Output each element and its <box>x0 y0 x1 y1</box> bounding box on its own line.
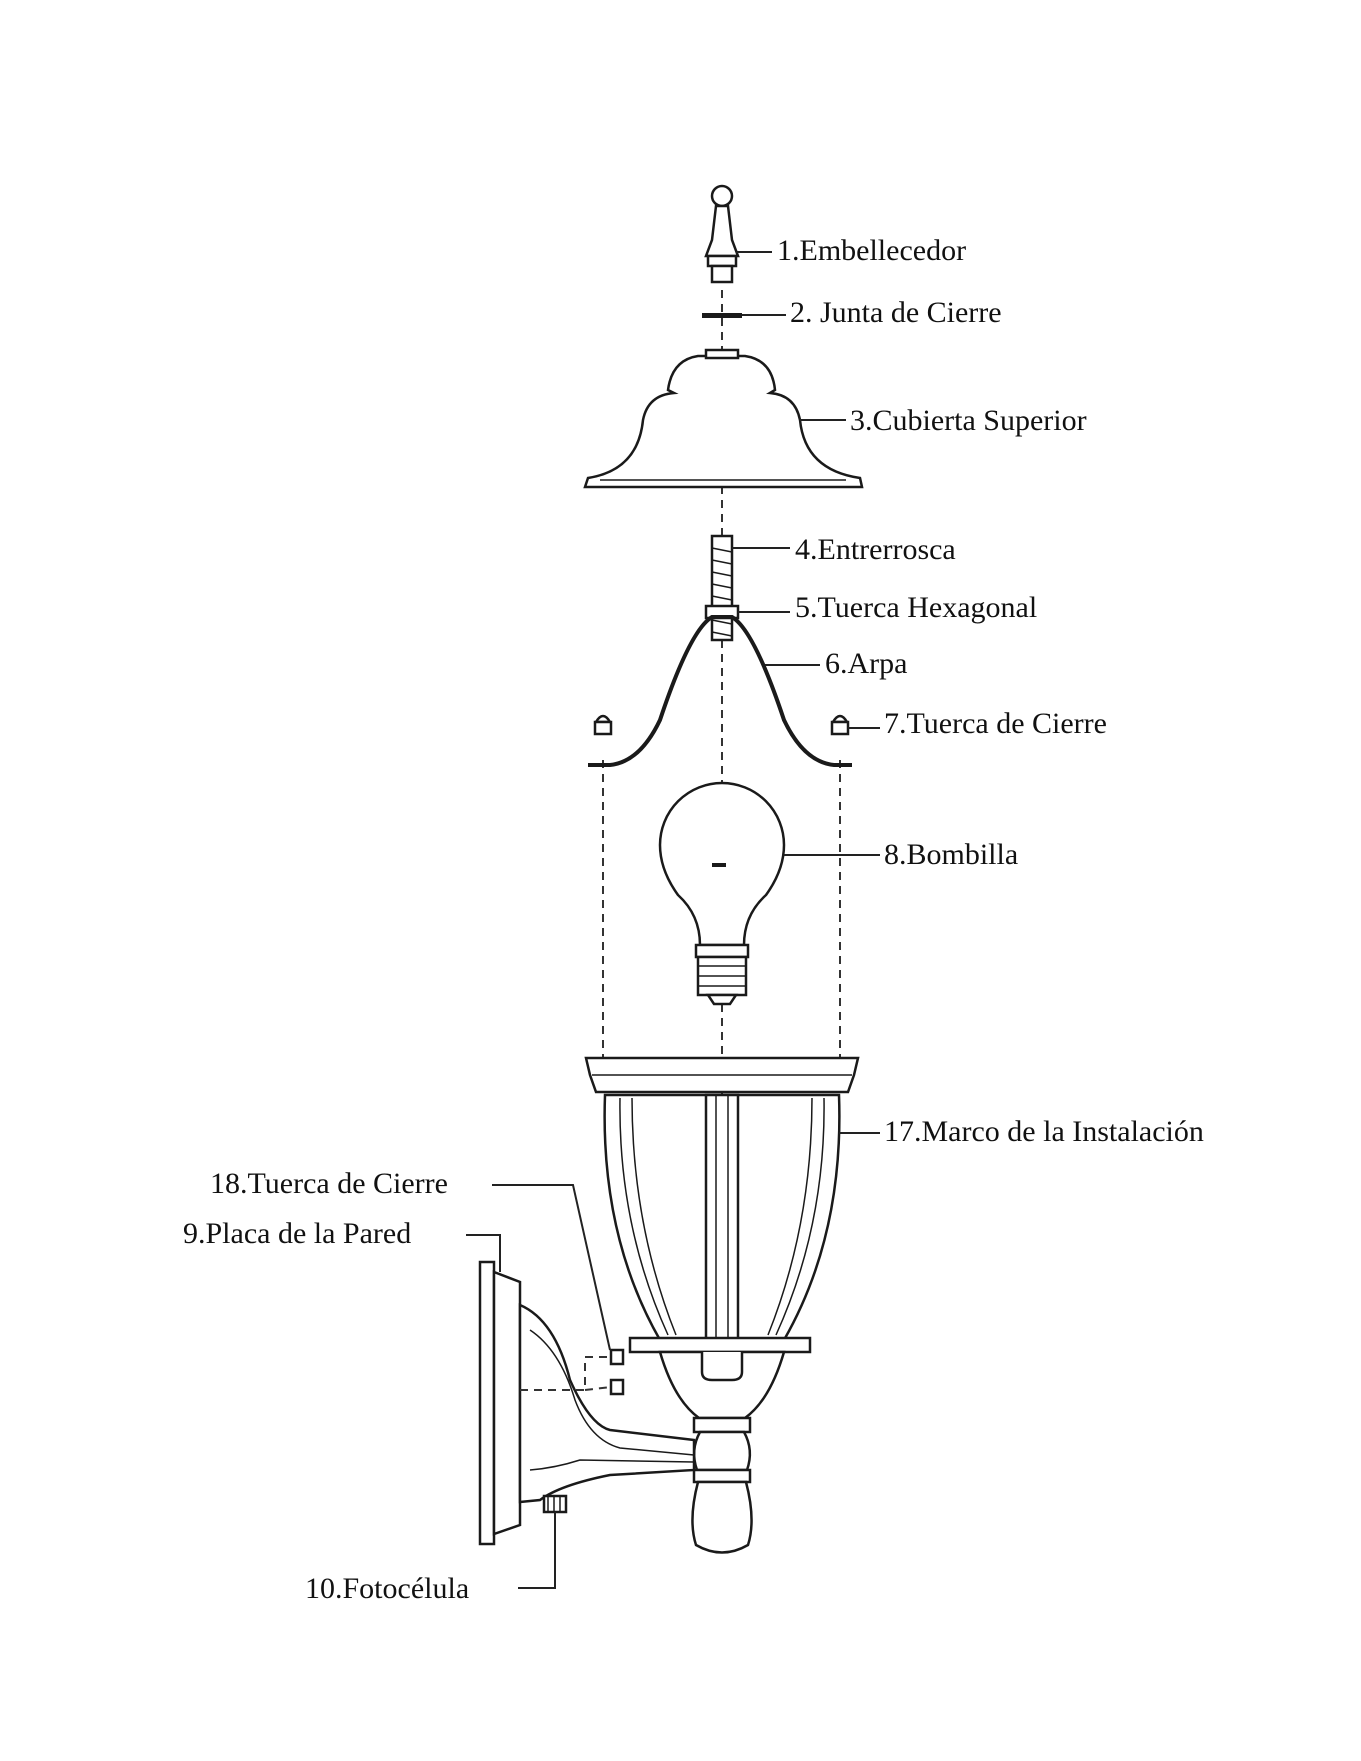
label-wall-plate: 9.Placa de la Pared <box>183 1217 411 1250</box>
label-photocell: 10.Fotocélula <box>305 1572 469 1605</box>
label-gasket: 2. Junta de Cierre <box>790 296 1002 329</box>
fixture-frame-part <box>586 1058 858 1553</box>
label-arm-lock-nut: 18.Tuerca de Cierre <box>210 1167 448 1200</box>
top-cover-part <box>585 350 862 487</box>
gasket-part <box>702 313 742 318</box>
bulb-part <box>660 783 784 1004</box>
label-fixture-frame: 17.Marco de la Instalación <box>884 1115 1204 1148</box>
label-top-cover: 3.Cubierta Superior <box>850 404 1087 437</box>
threaded-rod-part <box>712 536 732 640</box>
leader-p10 <box>518 1512 555 1588</box>
label-finial: 1.Embellecedor <box>777 234 966 267</box>
lock-nut-right <box>832 716 848 734</box>
label-threaded-rod: 4.Entrerrosca <box>795 533 956 566</box>
label-hex-nut: 5.Tuerca Hexagonal <box>795 591 1037 624</box>
lock-nut-left <box>595 716 611 734</box>
photocell-part <box>544 1496 566 1512</box>
label-lock-nut: 7.Tuerca de Cierre <box>884 707 1107 740</box>
label-bulb: 8.Bombilla <box>884 838 1018 871</box>
label-harp: 6.Arpa <box>825 647 907 680</box>
finial-part <box>706 186 738 282</box>
